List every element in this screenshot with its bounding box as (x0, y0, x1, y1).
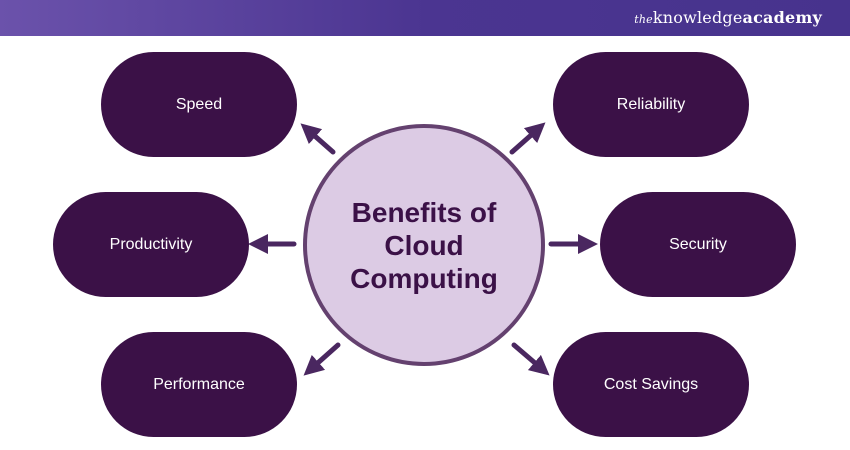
benefit-label: Cost Savings (603, 375, 699, 393)
benefit-cost-savings: Cost Savings (553, 332, 749, 437)
knowledge-academy-logo: theknowledgeacademy (634, 8, 822, 27)
arrow-cost-savings (511, 342, 550, 376)
benefit-reliability: Reliability (553, 52, 749, 157)
benefit-label: Speed (175, 95, 223, 113)
logo-suffix: academy (742, 8, 822, 27)
center-title: Benefits of Cloud Computing (350, 196, 498, 294)
logo-main: knowledge (652, 8, 743, 27)
header-banner: theknowledgeacademy (0, 0, 850, 36)
benefit-performance: Performance (101, 332, 297, 437)
benefit-label: Security (669, 235, 727, 253)
benefit-label: Performance (153, 375, 245, 393)
benefit-label: Productivity (109, 235, 193, 253)
benefit-label: Reliability (616, 95, 686, 113)
arrow-reliability (509, 122, 546, 155)
center-circle: Benefits of Cloud Computing (303, 124, 545, 366)
arrow-speed (300, 123, 336, 155)
logo-prefix: the (634, 13, 653, 26)
benefit-speed: Speed (101, 52, 297, 157)
benefit-security: Security (600, 192, 796, 297)
arrow-performance (303, 342, 341, 376)
benefit-productivity: Productivity (53, 192, 249, 297)
